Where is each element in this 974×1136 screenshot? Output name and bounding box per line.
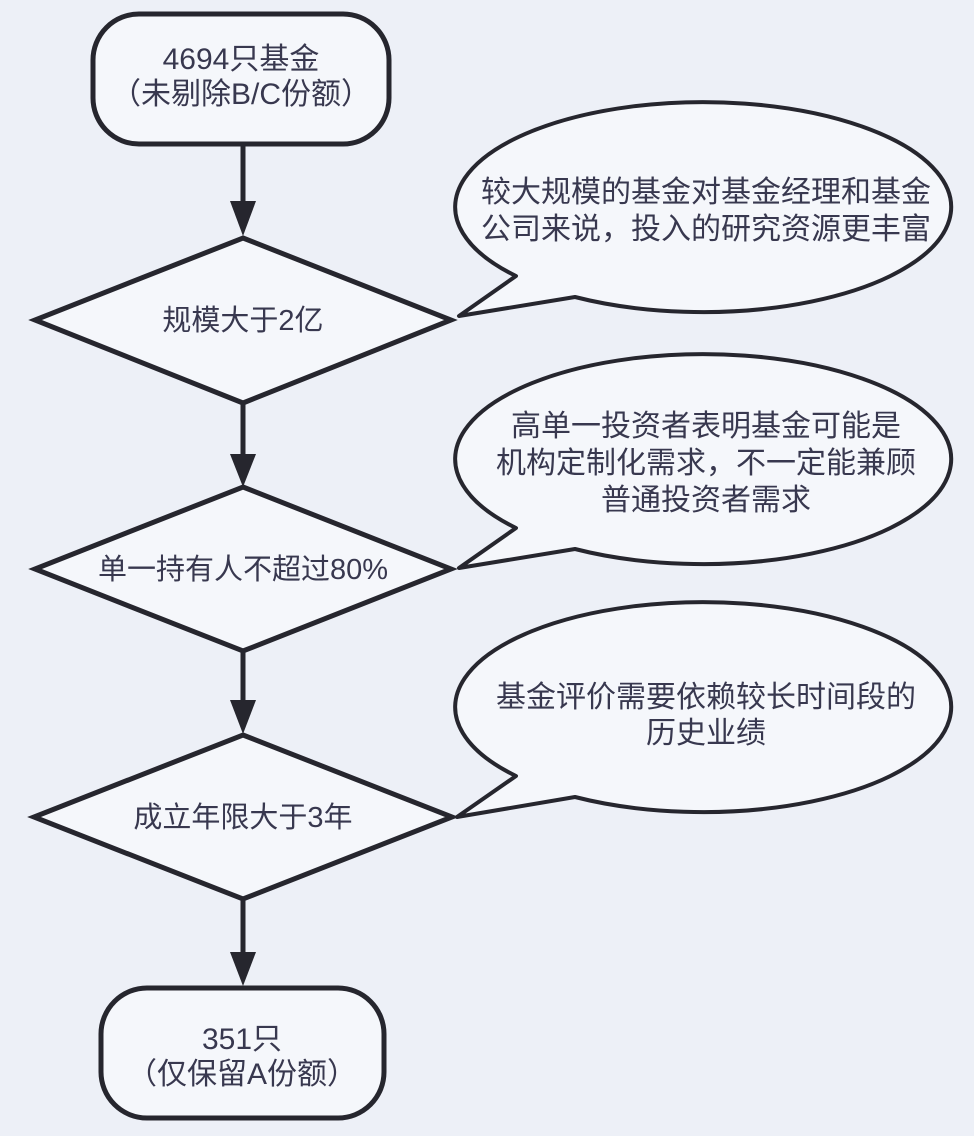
decision-1-label: 规模大于2亿 [162,304,323,337]
arrow-head [230,454,256,487]
note-bubble-3: 基金评价需要依赖较长时间段的 历史业绩 [453,600,954,819]
note-bubble-1-line-2: 公司来说，投入的研究资源更丰富 [481,213,931,246]
note-bubble-3-line-2: 历史业绩 [646,717,766,750]
start-node-shape [90,11,392,147]
end-node-line-1: 351只 [202,1023,282,1056]
start-node-line-2: （未剔除B/C份额） [111,78,371,111]
decision-3-label: 成立年限大于3年 [133,801,352,834]
decision-2-label: 单一持有人不超过80% [98,553,388,586]
note-bubble-1-line-1: 较大规模的基金对基金经理和基金 [481,176,931,209]
note-bubble-2-line-2: 机构定制化需求，不一定能兼顾 [496,447,916,480]
flow-arrow-1 [230,145,256,236]
arrow-head [230,201,256,236]
decision-2: 单一持有人不超过80% [28,484,458,654]
arrow-head [230,952,256,986]
arrow-head [230,700,256,734]
end-node-line-2: （仅保留A份额） [127,1058,357,1091]
start-node-line-1: 4694只基金 [163,43,320,76]
decision-2-diamond [28,484,458,654]
flow-arrow-3 [230,652,256,734]
end-node: 351只 （仅保留A份额） [98,985,387,1121]
flow-arrow-4 [230,900,256,986]
note-bubble-2-line-1: 高单一投资者表明基金可能是 [511,410,901,443]
note-bubble-3-line-1: 基金评价需要依赖较长时间段的 [496,681,916,714]
note-bubble-2-shape [453,352,954,570]
note-bubble-1: 较大规模的基金对基金经理和基金 公司来说，投入的研究资源更丰富 [453,100,954,318]
start-node: 4694只基金 （未剔除B/C份额） [90,11,392,147]
note-bubble-3-shape [453,600,954,819]
note-bubble-2: 高单一投资者表明基金可能是 机构定制化需求，不一定能兼顾 普通投资者需求 [453,352,954,570]
end-node-shape [98,985,387,1121]
note-bubble-1-shape [453,100,954,318]
decision-1: 规模大于2亿 [28,235,458,406]
decision-3-diamond [27,732,459,902]
note-bubble-2-line-3: 普通投资者需求 [601,484,811,517]
flow-arrow-2 [230,404,256,487]
decision-1-diamond [28,235,458,406]
decision-3: 成立年限大于3年 [27,732,459,902]
